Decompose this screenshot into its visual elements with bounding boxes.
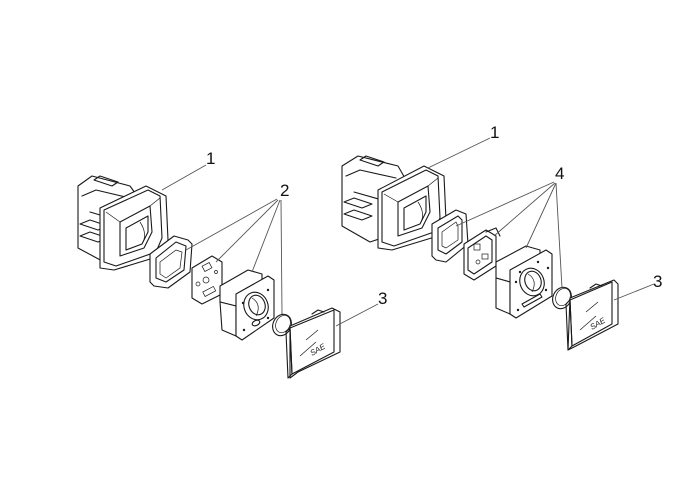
right-leaders	[427, 137, 655, 301]
right-back-box	[341, 155, 447, 251]
left-callout-2: 2	[280, 181, 289, 200]
left-assembly: SAE 1 2 3	[77, 149, 387, 379]
right-callout-1: 1	[490, 123, 499, 142]
right-cover-plate: SAE	[565, 279, 619, 351]
left-leaders	[161, 164, 379, 327]
left-circuit-board	[191, 255, 223, 305]
right-gasket	[431, 209, 469, 263]
left-callout-1: 1	[206, 149, 215, 168]
right-callout-4: 4	[555, 164, 564, 183]
right-bezel-module	[495, 245, 553, 319]
left-back-box	[77, 175, 169, 271]
left-cover-plate: SAE	[285, 307, 341, 379]
right-assembly: SAE 1 4 3	[341, 123, 662, 351]
left-gasket	[149, 235, 193, 289]
left-bezel-module	[219, 269, 275, 341]
left-callout-3: 3	[378, 289, 387, 308]
right-callout-3: 3	[653, 272, 662, 291]
